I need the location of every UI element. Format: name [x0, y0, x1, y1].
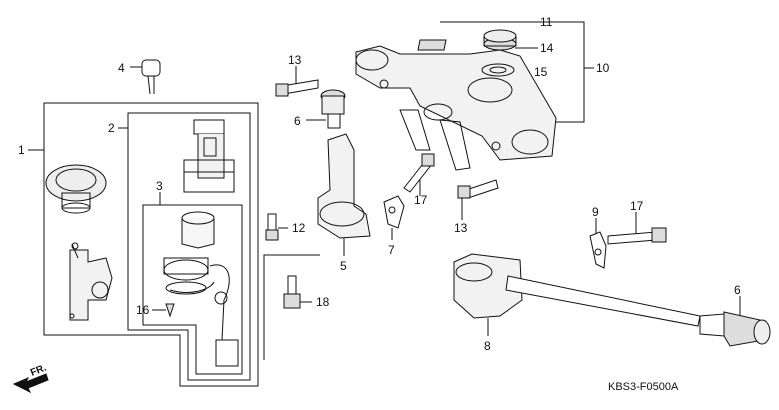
bolt-part-17-upper [403, 153, 435, 193]
top-bridge-part [355, 45, 557, 171]
label-part-13-lower: 13 [454, 221, 468, 235]
handlebar-holder-part [317, 133, 371, 239]
bracket-group-2 [127, 112, 251, 381]
label-part-2: 2 [108, 121, 115, 135]
plate-part-11 [417, 39, 447, 51]
ignition-switch-part [183, 119, 235, 193]
label-part-10: 10 [596, 61, 610, 75]
label-part-6-upper: 6 [294, 114, 301, 128]
bolt-part-18 [283, 275, 301, 309]
seat-lock-part [69, 242, 113, 321]
key-part [141, 59, 161, 95]
washer-part-15 [481, 63, 515, 77]
label-part-9: 9 [592, 205, 599, 219]
bolt-part-13-lower [457, 179, 499, 199]
handlebar-part [453, 253, 701, 327]
label-part-8: 8 [484, 339, 491, 353]
leader-5-bracket [263, 254, 320, 360]
label-part-17-upper: 17 [414, 193, 428, 207]
figure-code: KBS3-F0500A [608, 381, 679, 393]
lock-cylinder-part [163, 211, 239, 367]
label-part-15: 15 [534, 65, 548, 79]
bar-end-part-6-lower [699, 311, 771, 347]
label-part-16: 16 [136, 303, 150, 317]
label-part-14: 14 [540, 41, 554, 55]
label-part-17-lower: 17 [630, 199, 644, 213]
screw-part-16 [165, 303, 175, 318]
label-part-3: 3 [156, 179, 163, 193]
label-part-12: 12 [292, 221, 306, 235]
label-part-1: 1 [18, 143, 25, 157]
bolt-part-12 [265, 213, 279, 241]
bracket-group-1 [43, 102, 259, 387]
label-part-6-lower: 6 [734, 283, 741, 297]
label-part-7: 7 [388, 243, 395, 257]
label-part-13-upper: 13 [288, 53, 302, 67]
front-direction-arrow-icon [12, 373, 49, 394]
nut-part-14 [483, 29, 517, 51]
clip-part-7 [383, 195, 405, 229]
bolt-part-13-upper [275, 79, 319, 97]
label-part-5: 5 [340, 259, 347, 273]
label-part-18: 18 [316, 295, 330, 309]
bolt-part-17-lower [607, 227, 667, 245]
bracket-group-3 [142, 204, 243, 375]
cap-part-6-upper [320, 89, 346, 129]
label-part-4: 4 [118, 61, 125, 75]
label-part-11: 11 [540, 15, 553, 29]
fuel-cap-part [45, 164, 107, 214]
clip-part-9 [589, 231, 607, 269]
